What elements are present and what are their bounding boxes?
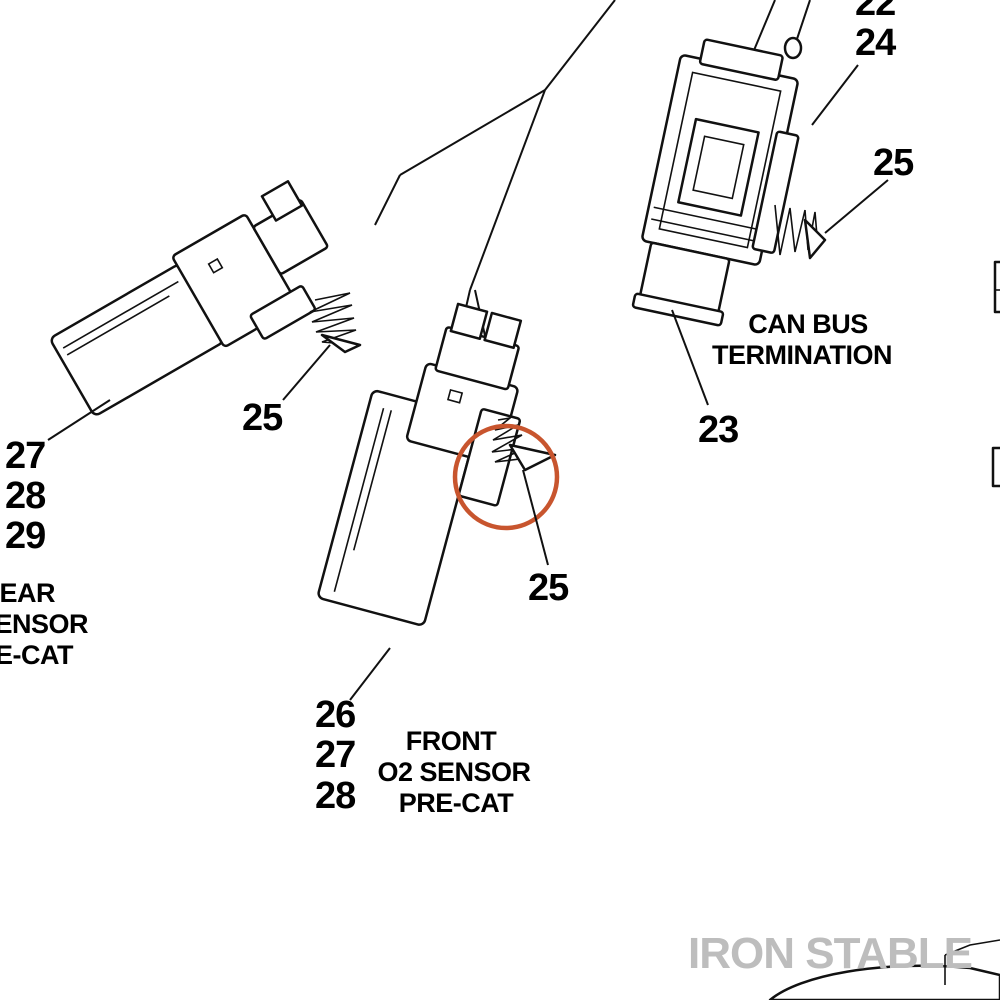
front-label-line3: PRE-CAT bbox=[399, 788, 515, 818]
callout-25-rear: 25 bbox=[242, 397, 283, 439]
callout-25-front: 25 bbox=[528, 567, 569, 609]
callout-27-rear: 27 bbox=[5, 435, 45, 477]
bottom-right-part bbox=[768, 939, 1000, 1002]
can-bus-connector bbox=[631, 38, 800, 327]
right-edge-parts bbox=[991, 260, 1000, 488]
callout-28-front: 28 bbox=[315, 775, 355, 817]
front-o2-connector bbox=[317, 302, 523, 626]
callout-25-can: 25 bbox=[873, 142, 914, 184]
rear-label-line2: SENSOR bbox=[0, 609, 88, 639]
rear-label-line1: REAR bbox=[0, 578, 55, 608]
can-bus-label-line2: TERMINATION bbox=[712, 340, 892, 370]
rear-push-pin bbox=[309, 292, 362, 354]
front-label-line1: FRONT bbox=[406, 726, 497, 756]
watermark: IRON STABLE bbox=[688, 929, 972, 978]
callout-29-rear: 29 bbox=[5, 515, 45, 557]
rear-label-line3: RE-CAT bbox=[0, 640, 74, 670]
rear-o2-connector bbox=[50, 180, 329, 416]
front-label-line2: O2 SENSOR bbox=[377, 757, 530, 787]
can-push-pin bbox=[774, 204, 827, 260]
highlight-circle bbox=[452, 423, 560, 531]
callout-28-rear: 28 bbox=[5, 475, 45, 517]
callout-27-front: 27 bbox=[315, 734, 355, 776]
callout-22: 22 bbox=[855, 0, 895, 24]
can-bus-label-line1: CAN BUS bbox=[748, 309, 868, 339]
callout-24: 24 bbox=[855, 22, 896, 64]
callout-23: 23 bbox=[698, 409, 738, 451]
callout-26-front: 26 bbox=[315, 694, 355, 736]
